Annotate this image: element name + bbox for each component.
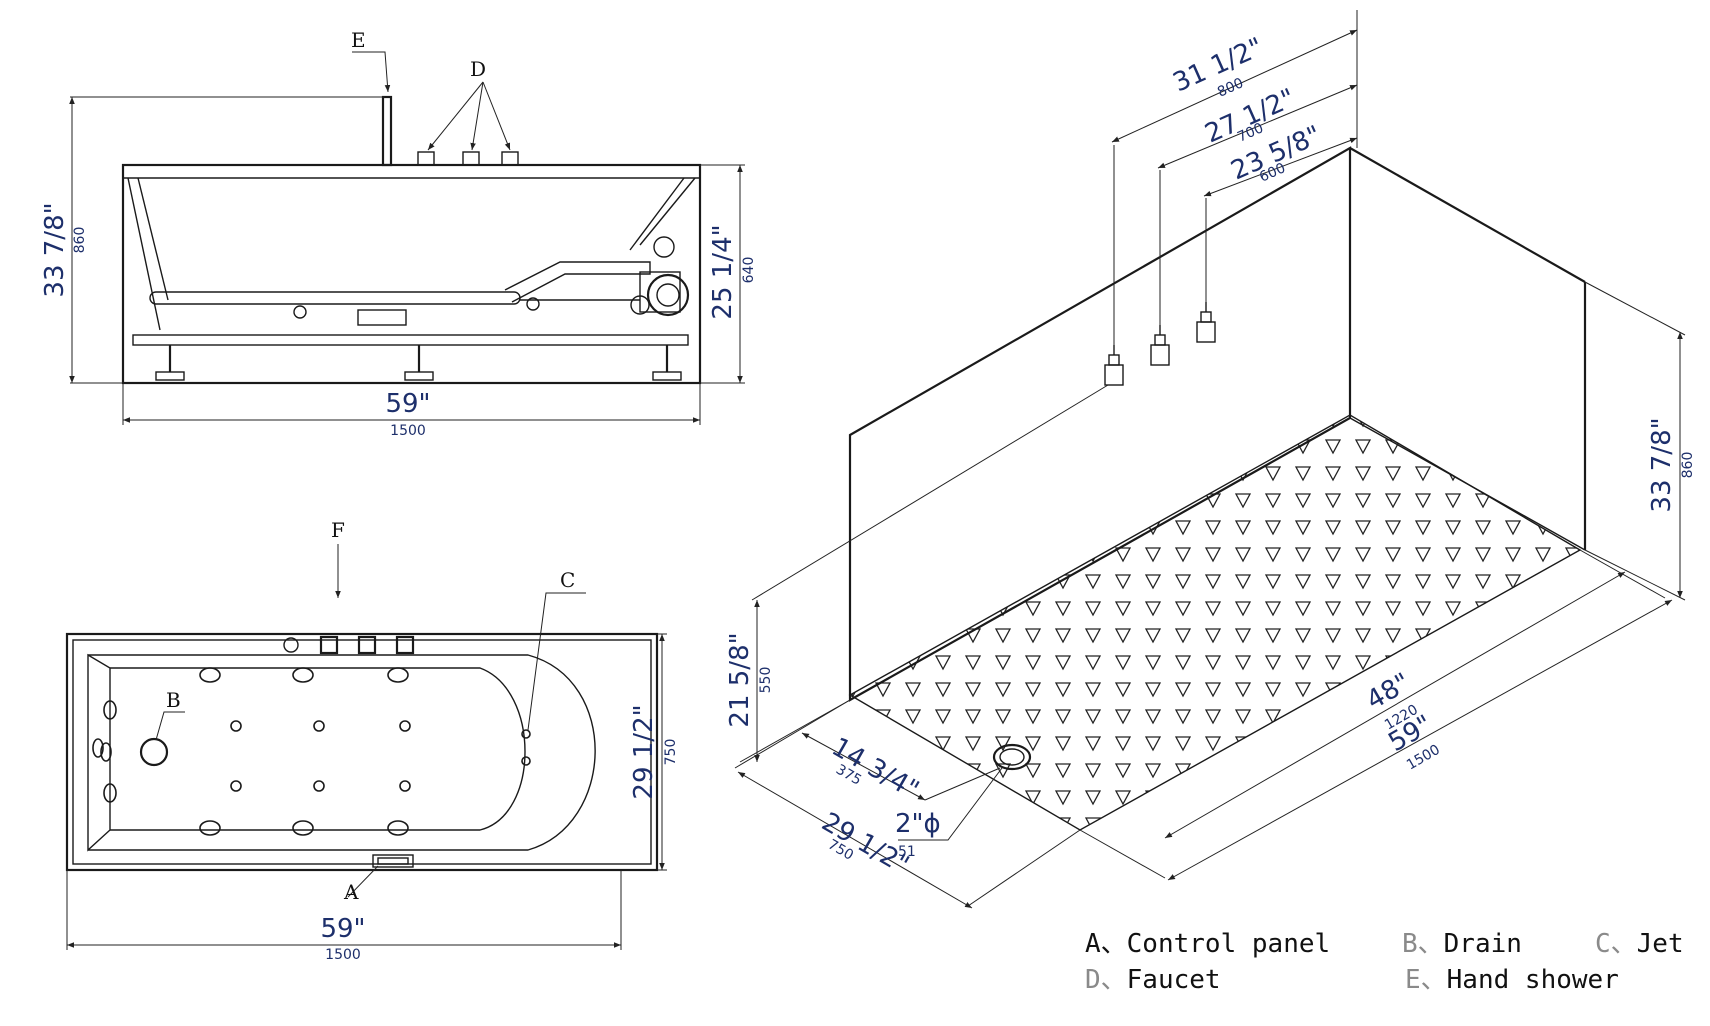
- top-tub-outline: [65, 632, 659, 872]
- control-panel-icon: [372, 854, 414, 868]
- dim-top-width-mm: 750: [663, 739, 679, 766]
- faucet-icon: [417, 151, 435, 166]
- isometric-view: 31 1/2" 800 27 1/2" 700 23 5/8" 600 33 7…: [725, 10, 1696, 909]
- hand-shower-icon: [381, 95, 393, 167]
- dim-iso-drain-h-mm: 550: [758, 667, 774, 694]
- legend-a: A、Control panel: [1085, 929, 1330, 959]
- dim-top-length-in: 59": [320, 914, 365, 944]
- label-d: D: [470, 57, 486, 81]
- label-a: A: [343, 880, 359, 904]
- dim-side-length-mm: 1500: [390, 423, 426, 439]
- dim-iso-drain-dia-mm: 51: [898, 844, 916, 860]
- drain-icon: [992, 743, 1032, 771]
- dim-side-length-in: 59": [385, 389, 430, 419]
- dim-iso-height-mm: 860: [1680, 452, 1696, 479]
- faucet-icon: [319, 635, 339, 655]
- legend-b: B、Drain: [1402, 929, 1522, 959]
- faucet-icon: [501, 151, 519, 166]
- label-e: E: [351, 28, 366, 52]
- side-base-platform: [132, 334, 689, 346]
- dim-top-length-mm: 1500: [325, 947, 361, 963]
- top-basin: [88, 654, 596, 851]
- dim-side-tub-height-mm: 640: [741, 257, 757, 284]
- side-legs: [155, 345, 682, 381]
- legend-d: D、Faucet: [1085, 965, 1221, 995]
- jets: [92, 667, 531, 836]
- dim-iso-drain-h-in: 21 5/8": [725, 632, 755, 727]
- side-tub-outline: [121, 163, 702, 385]
- drain-icon: [139, 737, 169, 767]
- wall-fittings: [1104, 302, 1216, 386]
- faucet-icon: [462, 151, 480, 166]
- label-f: F: [331, 518, 345, 542]
- legend-c: C、Jet: [1595, 929, 1684, 959]
- legend-e: E、Hand shower: [1405, 965, 1619, 995]
- side-view: E D 33 7/8" 860 25 1/4" 640 59" 1500: [40, 28, 757, 439]
- dim-side-height-mm: 860: [72, 227, 88, 254]
- faucet-icon: [357, 635, 377, 655]
- dim-side-height-in: 33 7/8": [40, 202, 70, 297]
- dim-side-tub-height-in: 25 1/4": [708, 224, 738, 319]
- dim-iso-drain-dia-in: 2"ϕ: [895, 809, 941, 839]
- side-pipe: [149, 291, 521, 305]
- dim-top-width-in: 29 1/2": [629, 704, 659, 799]
- dim-iso-height-in: 33 7/8": [1647, 417, 1677, 512]
- label-b: B: [166, 688, 181, 712]
- pump-icon: [646, 273, 690, 317]
- faucet-icon: [395, 635, 415, 655]
- top-view: F C B A 29 1/2" 750 59" 1500: [65, 518, 679, 963]
- legend: A、Control panel B、Drain C、Jet D、Faucet E…: [1085, 929, 1684, 995]
- hand-shower-icon: [283, 637, 299, 653]
- label-c: C: [560, 568, 575, 592]
